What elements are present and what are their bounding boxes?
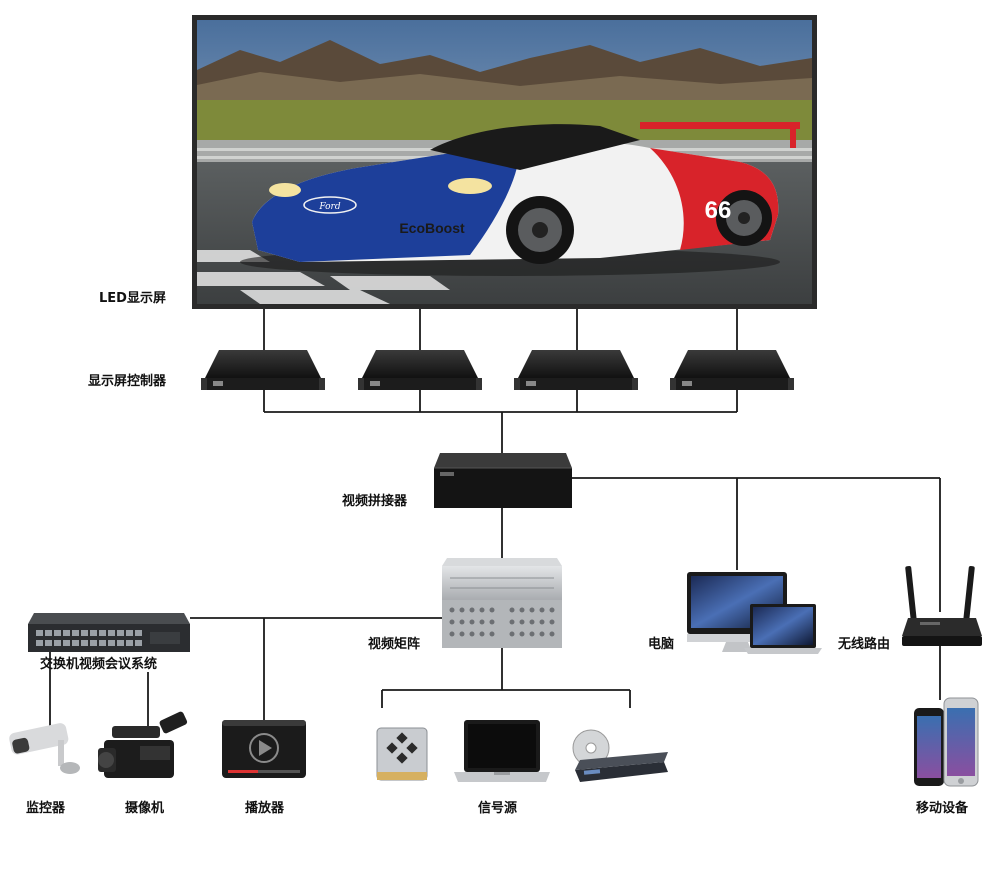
- label-video-matrix: 视频矩阵: [368, 636, 420, 652]
- car-logo-text: Ford: [318, 202, 340, 212]
- label-monitor: 监控器: [26, 800, 66, 816]
- media-player-device: [222, 720, 306, 778]
- label-camcorder: 摄像机: [125, 800, 164, 816]
- label-wireless-router: 无线路由: [837, 636, 890, 652]
- video-matrix-device: [442, 558, 562, 648]
- camcorder-icon: [98, 711, 188, 778]
- label-screen-controller: 显示屏控制器: [88, 373, 167, 389]
- race-car-image: Ford EcoBoost 66: [240, 122, 800, 276]
- car-brand-text: EcoBoost: [399, 220, 465, 236]
- label-mobile-devices: 移动设备: [916, 800, 969, 816]
- controller-unit-1: [201, 350, 325, 390]
- label-signal-source: 信号源: [478, 800, 517, 816]
- car-race-number: 66: [705, 197, 732, 224]
- hard-drive-icon: [376, 727, 428, 781]
- label-switch-conference: 交换机视频会议系统: [40, 656, 157, 672]
- controller-unit-4: [670, 350, 794, 390]
- laptop-icon: [454, 720, 550, 782]
- security-camera-icon: [9, 723, 80, 774]
- label-player: 播放器: [245, 800, 285, 816]
- label-computer: 电脑: [648, 636, 674, 652]
- video-splicer-device: [434, 453, 572, 508]
- play-icon: [259, 740, 272, 756]
- computer-icon: [687, 572, 822, 654]
- wireless-router-icon: [902, 566, 982, 646]
- dvd-player-icon: [572, 729, 668, 782]
- network-switch-device: [28, 613, 190, 652]
- led-screen: Ford EcoBoost 66: [192, 15, 817, 309]
- controller-unit-3: [514, 350, 638, 390]
- label-video-splicer: 视频拼接器: [342, 493, 408, 509]
- label-led-screen: LED显示屏: [99, 291, 166, 306]
- mobile-devices-icon: [914, 697, 979, 787]
- controller-unit-2: [358, 350, 482, 390]
- connection-lines: [49, 309, 941, 726]
